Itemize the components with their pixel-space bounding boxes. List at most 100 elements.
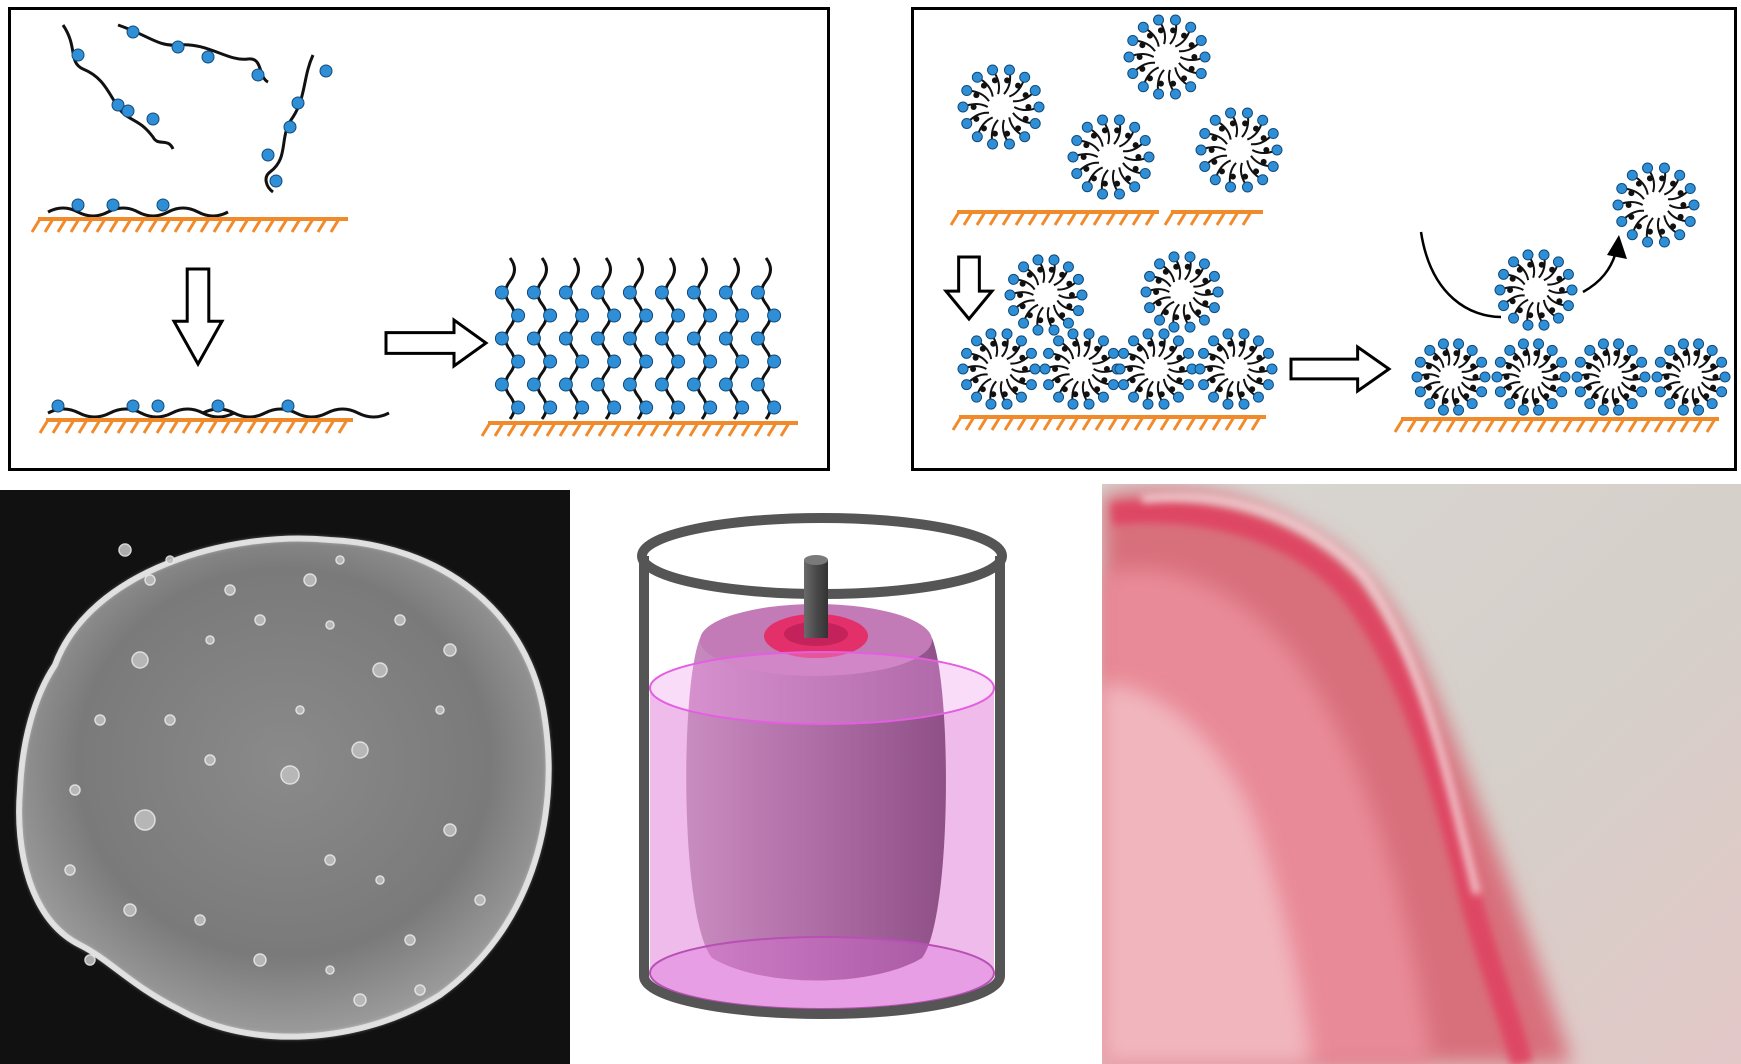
surfactant-dot <box>1585 384 1592 391</box>
surfactant-head <box>1222 398 1234 410</box>
air-bubble <box>335 555 345 565</box>
surfactant-head <box>1677 404 1689 416</box>
surfactant-dot <box>1682 350 1689 357</box>
surfactant-dot <box>1613 397 1620 404</box>
substrate-hatch <box>1536 418 1548 433</box>
surfactant-head <box>1636 356 1648 368</box>
surfactant-head <box>1209 174 1221 186</box>
substrate-hatch <box>1066 211 1078 226</box>
surfactant-head <box>1693 404 1705 416</box>
chain-bead <box>718 285 733 300</box>
surfactant-head <box>1517 338 1529 350</box>
substrate-hatch <box>1189 211 1201 226</box>
surfactant-head <box>1097 114 1109 126</box>
surfactant-dot <box>1021 366 1028 372</box>
chain-bead <box>126 399 140 413</box>
substrate-hatch <box>251 218 263 233</box>
chain-bead <box>590 377 605 392</box>
surfactant-dot <box>1238 391 1245 398</box>
surfactant-dot <box>1015 125 1022 132</box>
surfactant-dot <box>1022 115 1029 122</box>
surfactant-dot <box>1256 354 1263 361</box>
surfactant-head <box>1626 344 1638 356</box>
chain-bead <box>767 400 782 415</box>
surfactant-head <box>1032 324 1044 336</box>
surfactant-head <box>1067 398 1079 410</box>
chain-bead <box>494 331 509 346</box>
panel-coating-photo <box>1102 484 1741 1064</box>
substrate-hatch <box>1118 211 1130 226</box>
air-bubble <box>254 614 266 626</box>
substrate-hatch <box>480 422 492 437</box>
micelle <box>1571 338 1651 416</box>
surfactant-dot <box>970 366 977 372</box>
panel-container-schematic <box>602 488 1042 1064</box>
surfactant-dot <box>1204 289 1211 295</box>
surfactant-head <box>1097 335 1109 347</box>
surfactant-dot <box>1242 120 1249 127</box>
surfactant-dot <box>1227 340 1234 347</box>
surfactant-head <box>1127 35 1139 47</box>
surfactant-head <box>1169 14 1181 26</box>
surfactant-head <box>1664 344 1676 356</box>
surfactant-dot <box>1522 397 1529 404</box>
free-chain <box>117 23 269 84</box>
substrate-hatch <box>949 211 961 226</box>
surfactant-dot <box>1527 312 1534 319</box>
chain-bead <box>511 354 526 369</box>
surfactant-head <box>1424 344 1436 356</box>
substrate-hatch <box>1523 418 1535 433</box>
surfactant-dot <box>1146 75 1153 82</box>
substrate-hatch <box>264 218 276 233</box>
surfactant-dot <box>1453 350 1460 357</box>
surfactant-head <box>1067 151 1079 163</box>
surfactant-head <box>1072 273 1084 285</box>
air-bubble <box>443 643 457 657</box>
surfactant-head <box>1195 67 1207 79</box>
surfactant-dot <box>1630 363 1637 370</box>
surfactant-head <box>1107 379 1119 391</box>
surfactant-dot <box>1155 277 1162 284</box>
surfactant-head <box>1025 347 1037 359</box>
substrate-hatch <box>1163 211 1175 226</box>
surfactant-dot <box>1249 386 1256 393</box>
surfactant-head <box>1508 312 1520 324</box>
arrowhead <box>1607 235 1627 259</box>
substrate-hatch <box>168 419 180 434</box>
surfactant-dot <box>1216 345 1223 352</box>
surfactant-dot <box>1001 391 1008 398</box>
surfactant-head <box>1538 319 1550 331</box>
substrate <box>1393 417 1719 433</box>
substrate-hatch <box>95 218 107 233</box>
surfactant-dot <box>1139 42 1146 49</box>
surfactant-head <box>971 335 983 347</box>
surfactant-dot <box>1173 314 1180 321</box>
substrate-hatch <box>675 422 687 437</box>
surfactant-head <box>1642 236 1654 248</box>
micelle <box>1140 251 1224 333</box>
surfactant-dot <box>1677 190 1684 197</box>
surfactant-head <box>1559 371 1571 383</box>
surfactant-head <box>1257 114 1269 126</box>
substrate-hatch <box>1003 416 1015 431</box>
air-bubble <box>224 584 236 596</box>
substrate <box>951 415 1266 431</box>
surfactant-head <box>1522 249 1534 261</box>
chain-bead <box>735 308 750 323</box>
substrate-hatch <box>1120 416 1132 431</box>
surfactant-head <box>1015 391 1027 403</box>
chain-bead <box>211 399 225 413</box>
substrate-hatch <box>1068 416 1080 431</box>
surfactant-head <box>1584 344 1596 356</box>
surfactant-dot <box>1022 92 1029 99</box>
chain-bead <box>111 98 125 112</box>
surfactant-dot <box>1549 266 1556 273</box>
surfactant-head <box>1574 386 1586 398</box>
surfactant-dot <box>1157 27 1164 34</box>
surfactant-head <box>1062 261 1074 273</box>
micelle <box>1411 338 1491 416</box>
chain-bead <box>718 331 733 346</box>
air-bubble <box>435 705 445 715</box>
surfactant-dot <box>1585 363 1592 370</box>
substrate-hatch <box>701 422 713 437</box>
